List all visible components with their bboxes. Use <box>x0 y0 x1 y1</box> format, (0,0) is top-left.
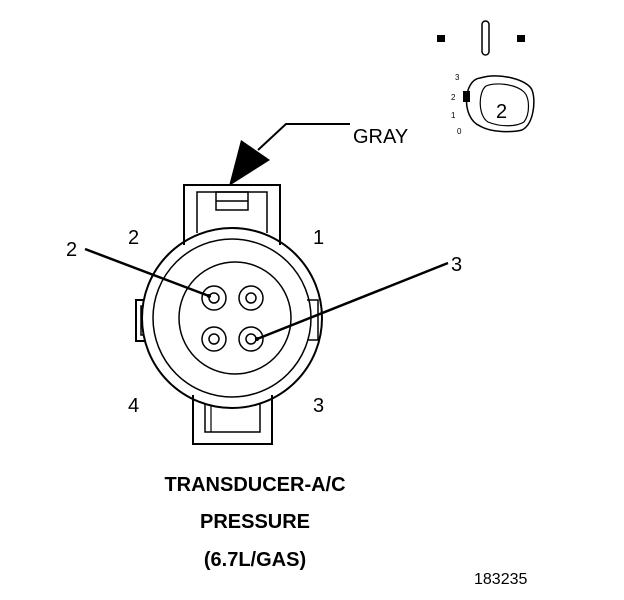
callout-left-dot <box>207 294 211 298</box>
wire-color-arrowhead <box>229 140 270 186</box>
key-marker <box>463 91 470 102</box>
callout-right-dot <box>255 337 259 341</box>
connector-body <box>135 184 323 445</box>
cavity-3-inner <box>245 333 257 345</box>
callout-left-leader <box>84 247 210 298</box>
cavity-1-inner <box>245 292 257 304</box>
terminal-cavities <box>201 285 264 352</box>
wire-color-leader <box>257 123 350 151</box>
cavity-label-1: 1 <box>313 227 324 249</box>
connector-key-icon: 3 2 1 0 2 <box>437 20 535 136</box>
cavity-2-inner <box>208 292 220 304</box>
key-scale-0: 0 <box>457 127 462 136</box>
key-left-square <box>437 35 445 42</box>
top-latch-inner <box>196 191 268 233</box>
callout-right-leader <box>256 261 449 341</box>
key-center-slot <box>481 20 490 56</box>
key-scale-1: 1 <box>451 111 456 120</box>
key-number: 2 <box>496 101 507 123</box>
key-right-square <box>517 35 525 42</box>
wire-color-label: GRAY <box>353 126 408 148</box>
cavity-label-2: 2 <box>128 227 139 249</box>
key-scale-2: 2 <box>451 93 456 102</box>
cavity-4-inner <box>208 333 220 345</box>
title-line-1: TRANSDUCER-A/C <box>164 474 346 496</box>
bottom-latch-inner <box>204 390 261 433</box>
key-scale-3: 3 <box>455 73 460 82</box>
part-number: 183235 <box>474 571 528 588</box>
callout-right-number: 3 <box>451 254 462 276</box>
connector-outer-ring <box>141 227 323 409</box>
title-line-2: PRESSURE <box>199 511 311 533</box>
connector-inner-face <box>178 261 292 375</box>
right-notch <box>307 299 319 341</box>
callout-left-number: 2 <box>66 239 77 261</box>
cavity-label-4: 4 <box>128 395 139 417</box>
cavity-label-3: 3 <box>313 395 324 417</box>
title-line-3: (6.7L/GAS) <box>203 549 307 571</box>
key-body-inner <box>479 83 530 127</box>
